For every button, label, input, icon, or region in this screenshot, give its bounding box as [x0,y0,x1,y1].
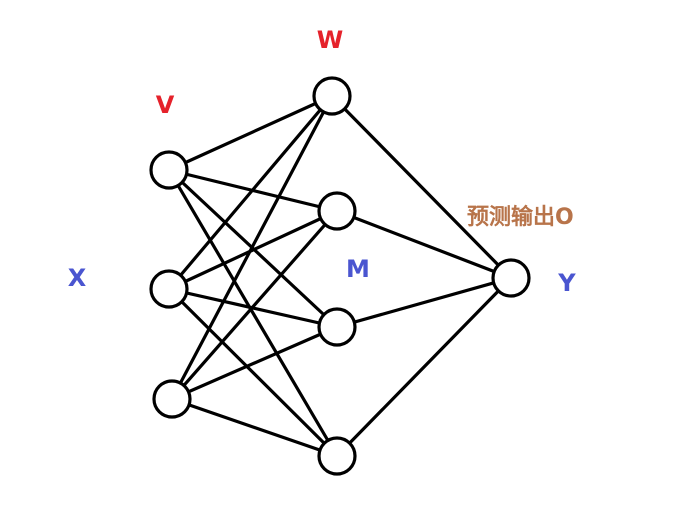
edge-hidden-2-output [335,209,513,280]
output-node [491,258,531,298]
input-x-label: X [68,264,87,292]
predicted-output-label: 预测输出O [467,204,574,230]
input-node-2 [149,269,189,309]
hidden-node-4 [317,436,357,476]
edge-input-1-hidden-1 [167,94,334,172]
input-node-3 [152,379,192,419]
hidden-node-2 [317,191,357,231]
nodes [149,76,531,476]
hidden-node-3 [317,307,357,347]
weights-w-label: W [317,26,343,54]
edge-input-2-hidden-2 [167,209,339,291]
edge-input-2-hidden-4 [167,287,339,458]
connections [167,94,513,458]
edge-input-2-hidden-1 [167,94,334,291]
edge-input-1-hidden-4 [167,168,339,458]
edge-input-3-hidden-4 [170,397,339,458]
edge-input-3-hidden-2 [170,209,339,401]
input-node-1 [149,150,189,190]
edge-hidden-3-output [335,276,513,329]
edge-hidden-1-output [330,94,513,280]
edge-input-3-hidden-3 [170,325,339,401]
edge-input-3-hidden-1 [170,94,334,401]
hidden-node-1 [312,76,352,116]
target-y-label: Y [557,269,576,297]
edge-hidden-4-output [335,276,513,458]
hidden-m-label: M [346,255,370,283]
weights-v-label: V [156,91,175,119]
